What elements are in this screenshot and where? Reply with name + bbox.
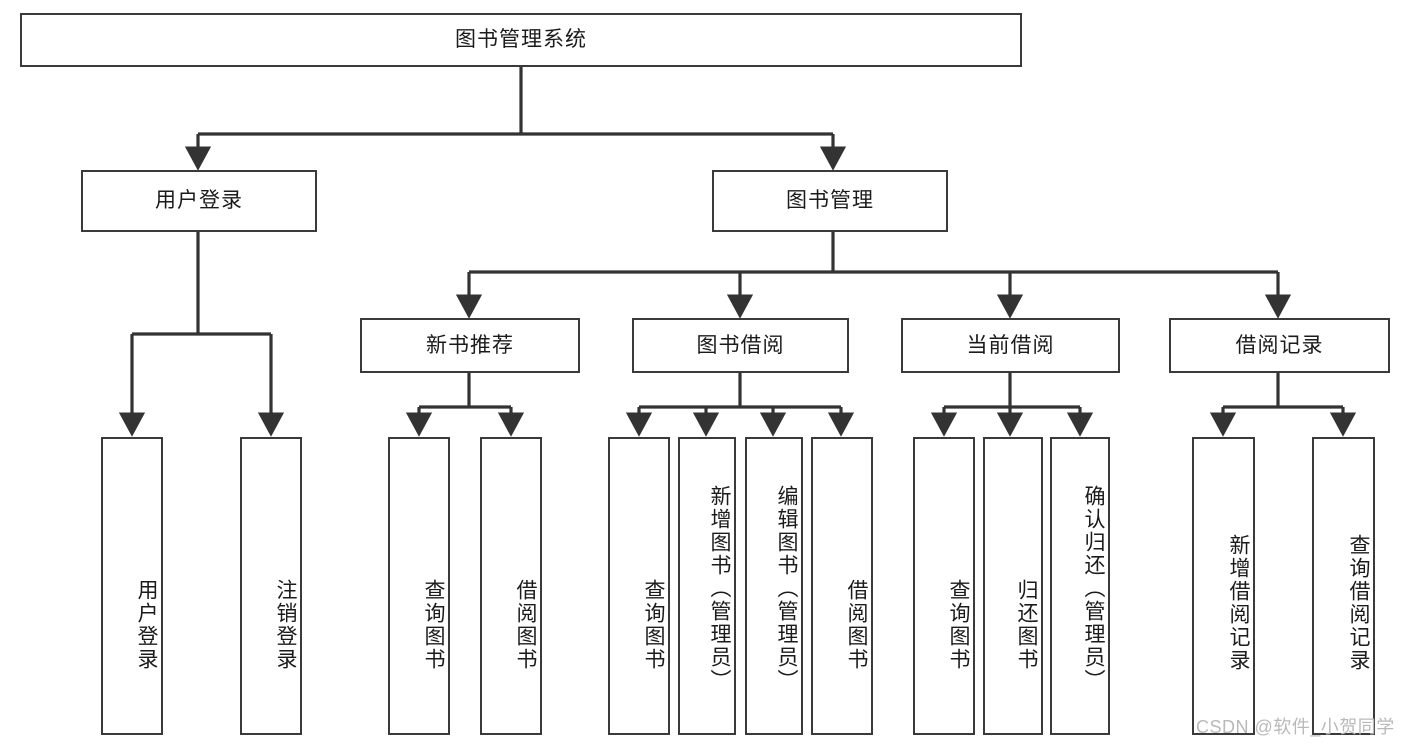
leaf-return-book[interactable]: 归还图书: [983, 437, 1043, 735]
leaf-logout-login[interactable]: 注销登录: [240, 437, 302, 735]
node-label: 归还图书: [1015, 579, 1038, 671]
node-label: 图书管理: [786, 189, 874, 213]
node-label: 查询图书: [422, 579, 445, 671]
node-label: 图书管理系统: [455, 28, 587, 52]
node-label: 借阅图书: [845, 579, 868, 671]
leaf-add-borrow-record[interactable]: 新增借阅记录: [1192, 437, 1255, 735]
node-label: 图书借阅: [696, 333, 785, 357]
node-current-borrow[interactable]: 当前借阅: [901, 318, 1120, 373]
leaf-user-login[interactable]: 用户登录: [101, 437, 163, 735]
node-label: 查询图书: [947, 579, 970, 671]
node-label: 当前借阅: [966, 333, 1055, 357]
node-book-borrow[interactable]: 图书借阅: [632, 318, 849, 373]
node-label: 借阅记录: [1235, 333, 1324, 357]
leaf-query-borrow-record[interactable]: 查询借阅记录: [1312, 437, 1375, 735]
node-label: 注销登录: [274, 579, 297, 671]
node-label: 确认归还（管理员）: [1082, 484, 1105, 692]
leaf-add-book-admin[interactable]: 新增图书（管理员）: [678, 437, 736, 735]
node-book-management[interactable]: 图书管理: [712, 170, 948, 232]
node-label: 用户登录: [135, 579, 158, 671]
node-user-login[interactable]: 用户登录: [81, 170, 317, 232]
leaf-borrow-book-recommend[interactable]: 借阅图书: [480, 437, 542, 735]
leaf-borrow-book[interactable]: 借阅图书: [811, 437, 873, 735]
node-new-book-recommend[interactable]: 新书推荐: [360, 318, 580, 373]
node-label: 新增借阅记录: [1227, 534, 1250, 672]
node-root-system[interactable]: 图书管理系统: [20, 13, 1022, 67]
node-label: 新书推荐: [426, 333, 514, 357]
leaf-query-book-borrow[interactable]: 查询图书: [608, 437, 670, 735]
watermark-text: CSDN @软件_小贺同学: [1196, 717, 1395, 737]
node-borrow-records[interactable]: 借阅记录: [1169, 318, 1390, 373]
node-label: 借阅图书: [514, 579, 537, 671]
node-label: 用户登录: [155, 189, 243, 213]
node-label: 编辑图书（管理员）: [775, 484, 798, 692]
node-label: 新增图书（管理员）: [708, 484, 731, 692]
leaf-confirm-return-admin[interactable]: 确认归还（管理员）: [1050, 437, 1110, 735]
leaf-edit-book-admin[interactable]: 编辑图书（管理员）: [745, 437, 803, 735]
leaf-query-book-recommend[interactable]: 查询图书: [388, 437, 450, 735]
leaf-query-book-current[interactable]: 查询图书: [913, 437, 975, 735]
node-label: 查询借阅记录: [1347, 534, 1370, 672]
node-label: 查询图书: [642, 579, 665, 671]
